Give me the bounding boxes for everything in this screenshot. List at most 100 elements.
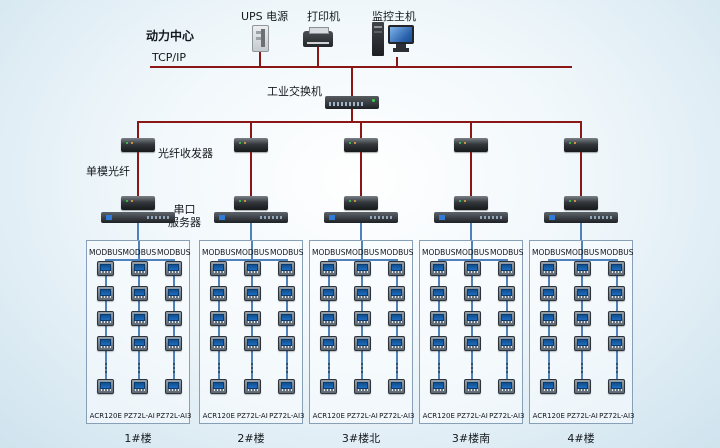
fiber-link-line xyxy=(580,152,582,196)
serial-server-icon xyxy=(101,212,175,223)
meter-screen xyxy=(466,314,478,321)
meter-screen xyxy=(246,289,258,296)
meter-screen xyxy=(133,264,145,271)
connector-line xyxy=(250,223,252,240)
power-meter-icon xyxy=(165,379,183,394)
tcpip-label: TCP/IP xyxy=(152,51,186,64)
power-center-label: 动力中心 xyxy=(146,29,195,43)
more-meters-ellipsis xyxy=(505,363,508,373)
power-meter-icon xyxy=(498,311,516,326)
branch-drop-line xyxy=(470,123,472,138)
meter-screen xyxy=(100,264,112,271)
meter-screen xyxy=(501,289,513,296)
ups-icon xyxy=(252,25,269,52)
power-meter-icon xyxy=(430,379,448,394)
power-meter-icon xyxy=(388,286,406,301)
fiber-transceiver-icon xyxy=(344,138,378,152)
protocol-label: MODBUS xyxy=(600,248,634,257)
power-meter-icon xyxy=(353,311,371,326)
meter-screen xyxy=(611,289,623,296)
fiber-link-line xyxy=(470,152,472,196)
meter-screen xyxy=(501,314,513,321)
meter-model-label: PZ72L-AI xyxy=(123,412,155,420)
serial-server-icon xyxy=(434,212,508,223)
power-meter-icon xyxy=(320,261,338,276)
building-label: 3#楼南 xyxy=(451,432,491,445)
printer-drop-line xyxy=(317,47,319,66)
meter-screen xyxy=(246,314,258,321)
fiber-transceiver-icon xyxy=(344,196,378,210)
power-meter-icon xyxy=(498,379,516,394)
meter-screen xyxy=(466,289,478,296)
power-meter-icon xyxy=(210,379,228,394)
more-meters-ellipsis xyxy=(172,363,175,373)
meter-screen xyxy=(168,264,180,271)
power-meter-icon xyxy=(463,336,481,351)
meter-screen xyxy=(543,382,555,389)
meter-screen xyxy=(611,264,623,271)
power-meter-icon xyxy=(463,379,481,394)
meter-screen xyxy=(391,264,403,271)
meter-model-label: ACR120E xyxy=(422,412,455,420)
serial-server-label-line1: 串口 xyxy=(173,203,196,216)
power-meter-icon xyxy=(97,379,115,394)
power-meter-icon xyxy=(608,286,626,301)
meter-screen xyxy=(213,382,225,389)
protocol-label: MODBUS xyxy=(565,248,600,257)
host-drop-line xyxy=(396,57,398,66)
more-meters-ellipsis xyxy=(615,363,618,373)
ups-label: UPS 电源 xyxy=(241,10,289,23)
power-meter-icon xyxy=(498,336,516,351)
meter-screen xyxy=(501,264,513,271)
connector-line xyxy=(360,223,362,240)
connector-line xyxy=(581,241,583,259)
protocol-label: MODBUS xyxy=(157,248,191,257)
building-label: 3#楼北 xyxy=(341,432,381,445)
protocol-label: MODBUS xyxy=(235,248,270,257)
meter-screen xyxy=(391,314,403,321)
more-meters-ellipsis xyxy=(361,363,364,373)
power-meter-icon xyxy=(388,379,406,394)
building-label: 4#楼 xyxy=(567,432,595,445)
more-meters-ellipsis xyxy=(395,363,398,373)
meter-model-label: PZ72L-AI3 xyxy=(269,412,305,420)
pc-tower-icon xyxy=(372,22,384,56)
power-meter-icon xyxy=(278,379,296,394)
meter-screen xyxy=(100,382,112,389)
tcpip-bus-line xyxy=(150,66,572,68)
meter-screen xyxy=(133,314,145,321)
connector-line xyxy=(138,241,140,259)
meter-screen xyxy=(133,382,145,389)
meter-model-label: PZ72L-AI xyxy=(346,412,378,420)
meter-model-label: ACR120E xyxy=(312,412,345,420)
meter-screen xyxy=(323,289,335,296)
power-meter-icon xyxy=(430,311,448,326)
fiber-transceiver-icon xyxy=(234,138,268,152)
meter-screen xyxy=(466,264,478,271)
meter-screen xyxy=(356,264,368,271)
serial-server-label-line2: 服务器 xyxy=(168,216,201,229)
ups-drop-line xyxy=(259,52,261,66)
meter-screen xyxy=(576,382,588,389)
meter-screen xyxy=(281,314,293,321)
power-meter-icon xyxy=(210,286,228,301)
fiber-link-line xyxy=(250,152,252,196)
distribution-line xyxy=(137,121,582,123)
power-meter-icon xyxy=(210,336,228,351)
power-meter-icon xyxy=(540,379,558,394)
power-meter-icon xyxy=(130,261,148,276)
printer-icon xyxy=(303,27,333,47)
